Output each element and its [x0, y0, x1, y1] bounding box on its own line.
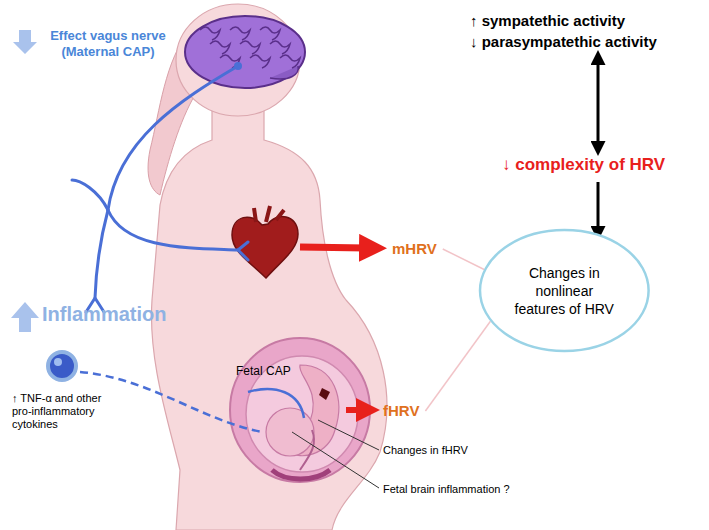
leader-line: [318, 420, 379, 450]
umbilical-cord: [300, 430, 314, 470]
text-node: ↑ sympatethic activity↓ parasympatethic …: [468, 8, 659, 54]
node-text: ↑ sympatethic activity: [470, 10, 657, 31]
connector: [597, 182, 600, 229]
heart-vessels: [254, 206, 284, 222]
brain-gyrus: [260, 27, 280, 40]
fetus-head: [266, 408, 314, 456]
ellipse-node: Changes in nonlinear features of HRV: [478, 228, 651, 353]
text-node: ↓ complexity of HRV: [500, 152, 667, 178]
connector: [443, 249, 484, 269]
mhrv-red-arrow: [300, 247, 366, 248]
up-arrow: [11, 302, 39, 332]
annotation-label: Inflammation: [42, 302, 166, 326]
text-node: fHRV: [381, 399, 421, 423]
immune-cell-shine: [54, 358, 62, 366]
vagus-nerve: [72, 66, 248, 312]
down-arrow: [13, 30, 37, 54]
fetal-cap-line: [248, 389, 304, 418]
brain-gyrus: [270, 41, 290, 54]
nerve-origin-dot: [234, 62, 242, 70]
text-node: mHRV: [390, 237, 439, 261]
immune-cell: [48, 352, 76, 380]
brain-gyrus: [250, 55, 270, 68]
node-text: ↓ complexity of HRV: [502, 154, 665, 176]
heart: [232, 217, 298, 278]
node-text: fHRV: [383, 401, 419, 421]
annotation-label: ↑ TNF-α and other pro-inflammatory cytok…: [12, 392, 122, 432]
cytokine-dashed-line: [80, 372, 262, 432]
annotation-label: Effect vagus nerve (Maternal CAP): [38, 28, 178, 59]
annotation-label: Fetal brain inflammation ?: [383, 483, 510, 496]
leader-line: [292, 432, 379, 488]
annotation-label: Changes in fHRV: [383, 444, 468, 457]
fetal-heart: [319, 388, 330, 400]
placenta: [272, 470, 330, 479]
brain-gyrus: [200, 27, 220, 40]
fhrv-red-arrow: [346, 407, 362, 413]
brain-gyrus: [210, 41, 230, 54]
brain-gyrus: [280, 55, 300, 68]
brain-gyrus: [240, 41, 260, 54]
node-text: ↓ parasympatethic activity: [470, 31, 657, 52]
node-text: Changes in nonlinear features of HRV: [510, 264, 618, 318]
uterus: [230, 338, 370, 482]
body-silhouette: [151, 108, 386, 530]
connector: [425, 321, 490, 411]
brain-gyrus: [230, 27, 250, 40]
node-text: mHRV: [392, 239, 437, 259]
annotation-label: Fetal CAP: [236, 364, 291, 378]
connector: [597, 62, 600, 144]
brain: [185, 16, 305, 88]
